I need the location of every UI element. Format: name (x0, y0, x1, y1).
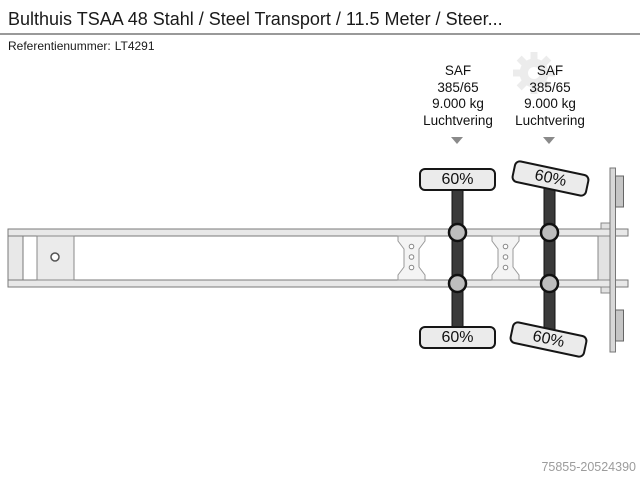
chassis-rail-left (7, 228, 629, 237)
axle-2-bar (543, 170, 556, 349)
axle-1-brand: SAF (444, 63, 472, 78)
image-id: 75855-20524390 (541, 460, 636, 474)
rear-crossmember (597, 235, 612, 281)
axle-1-load: 9.000 kg (432, 96, 484, 111)
axle-2-spec: SAF 385/65 9.000 kg Luchtvering (495, 63, 605, 129)
axle-2-hub-right (539, 273, 560, 294)
rear-light-right (615, 309, 624, 342)
reference-value: LT4291 (114, 39, 155, 53)
axle-1-suspension: Luchtvering (423, 112, 493, 128)
chassis-rail-right (7, 279, 629, 288)
rear-bumper-bar (609, 167, 616, 353)
title-separator (0, 33, 640, 35)
axle-2-tyre-size: 385/65 (529, 79, 571, 95)
axle-1-wheel-left: 60% (419, 168, 496, 191)
kingpin (50, 252, 60, 262)
axle-2-brand: SAF (536, 63, 564, 78)
axle-2-pointer-icon (543, 137, 555, 144)
axle-1-spec: SAF 385/65 9.000 kg Luchtvering (403, 63, 513, 129)
gear-watermark-icon (513, 52, 555, 94)
axle-2-load: 9.000 kg (524, 96, 576, 111)
rear-light-left (615, 175, 624, 208)
axle-1-pointer-icon (451, 137, 463, 144)
reference-number: Referentienummer:LT4291 (8, 39, 155, 53)
axle-1-hub-right (447, 273, 468, 294)
front-crossmember (7, 228, 24, 288)
crossmember-2 (491, 235, 520, 281)
axle-1-hub-left (447, 222, 468, 243)
reference-label: Referentienummer: (8, 39, 111, 53)
axle-2-suspension: Luchtvering (515, 112, 585, 128)
axle-2-hub-left (539, 222, 560, 243)
axle-1-bar (451, 173, 464, 344)
crossmember-1 (397, 235, 426, 281)
axle-1-tyre-size: 385/65 (437, 79, 479, 95)
axle-1-wheel-right: 60% (419, 326, 496, 349)
page-title: Bulthuis TSAA 48 Stahl / Steel Transport… (8, 9, 503, 29)
